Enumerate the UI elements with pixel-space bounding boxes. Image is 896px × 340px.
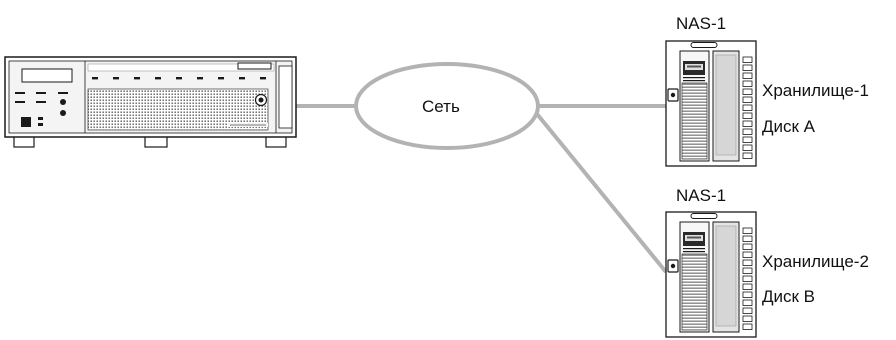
nas-top-title: NAS-1 [676,14,727,33]
recorder-device-icon [4,56,297,148]
nas-bottom-storage-label: Хранилище-2 [762,252,869,271]
nas-bottom-title: NAS-1 [676,186,727,205]
nas-server-icon-top [665,40,757,167]
network-cloud-icon [354,62,540,150]
link-network-to-nas-2 [535,112,668,274]
nas-top-disk-label: Диск А [762,117,816,136]
nas-top-storage-label: Хранилище-1 [762,81,869,100]
nas-bottom-disk-label: Диск B [762,287,816,306]
network-label: Сеть [422,97,460,116]
nas-server-icon-bottom [665,211,757,338]
